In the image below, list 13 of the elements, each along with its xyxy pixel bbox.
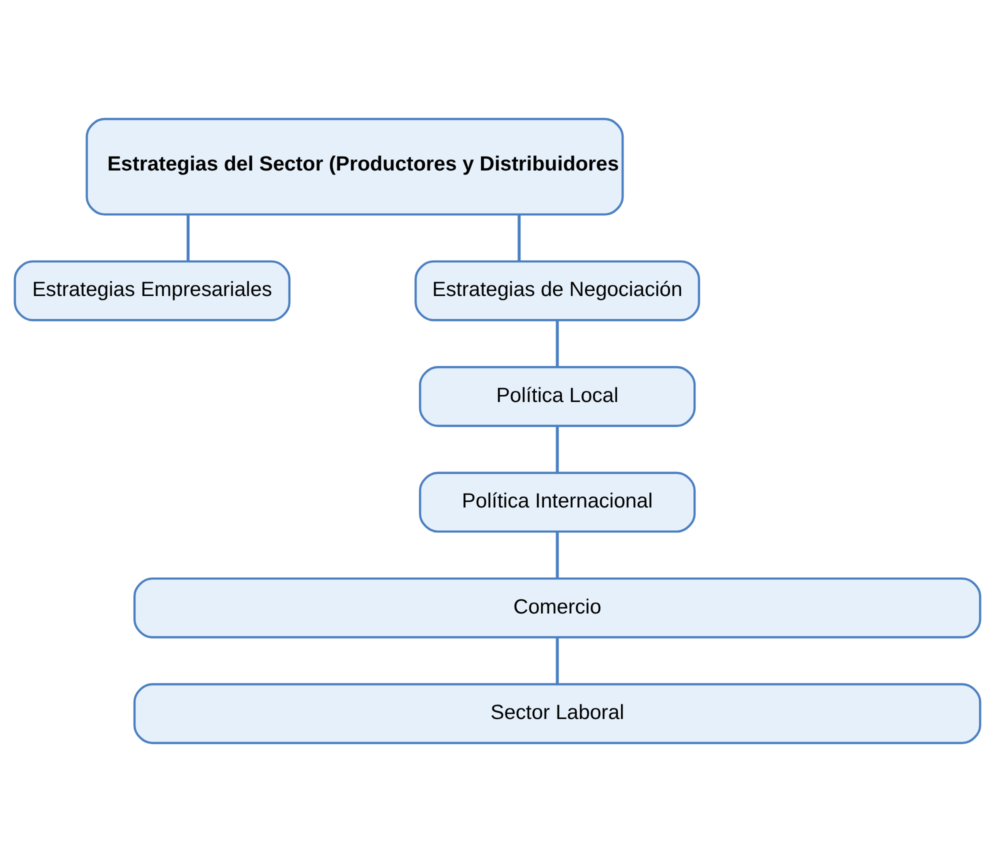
- connector: [555, 426, 558, 473]
- connector: [555, 320, 558, 367]
- connector: [555, 532, 558, 578]
- node-box: Estrategias del Sector (Productores y Distribuidores: [85, 118, 624, 216]
- connector: [517, 215, 520, 262]
- node-box: Política Local: [418, 366, 696, 427]
- node-box: Sector Laboral: [132, 683, 981, 744]
- node-box: Comercio: [132, 577, 981, 638]
- node-box: Estrategias Empresariales: [13, 260, 290, 322]
- connector: [555, 637, 558, 684]
- node-box: Política Internacional: [418, 472, 696, 533]
- node-box: Estrategias de Negociación: [414, 260, 700, 322]
- connector: [186, 215, 190, 262]
